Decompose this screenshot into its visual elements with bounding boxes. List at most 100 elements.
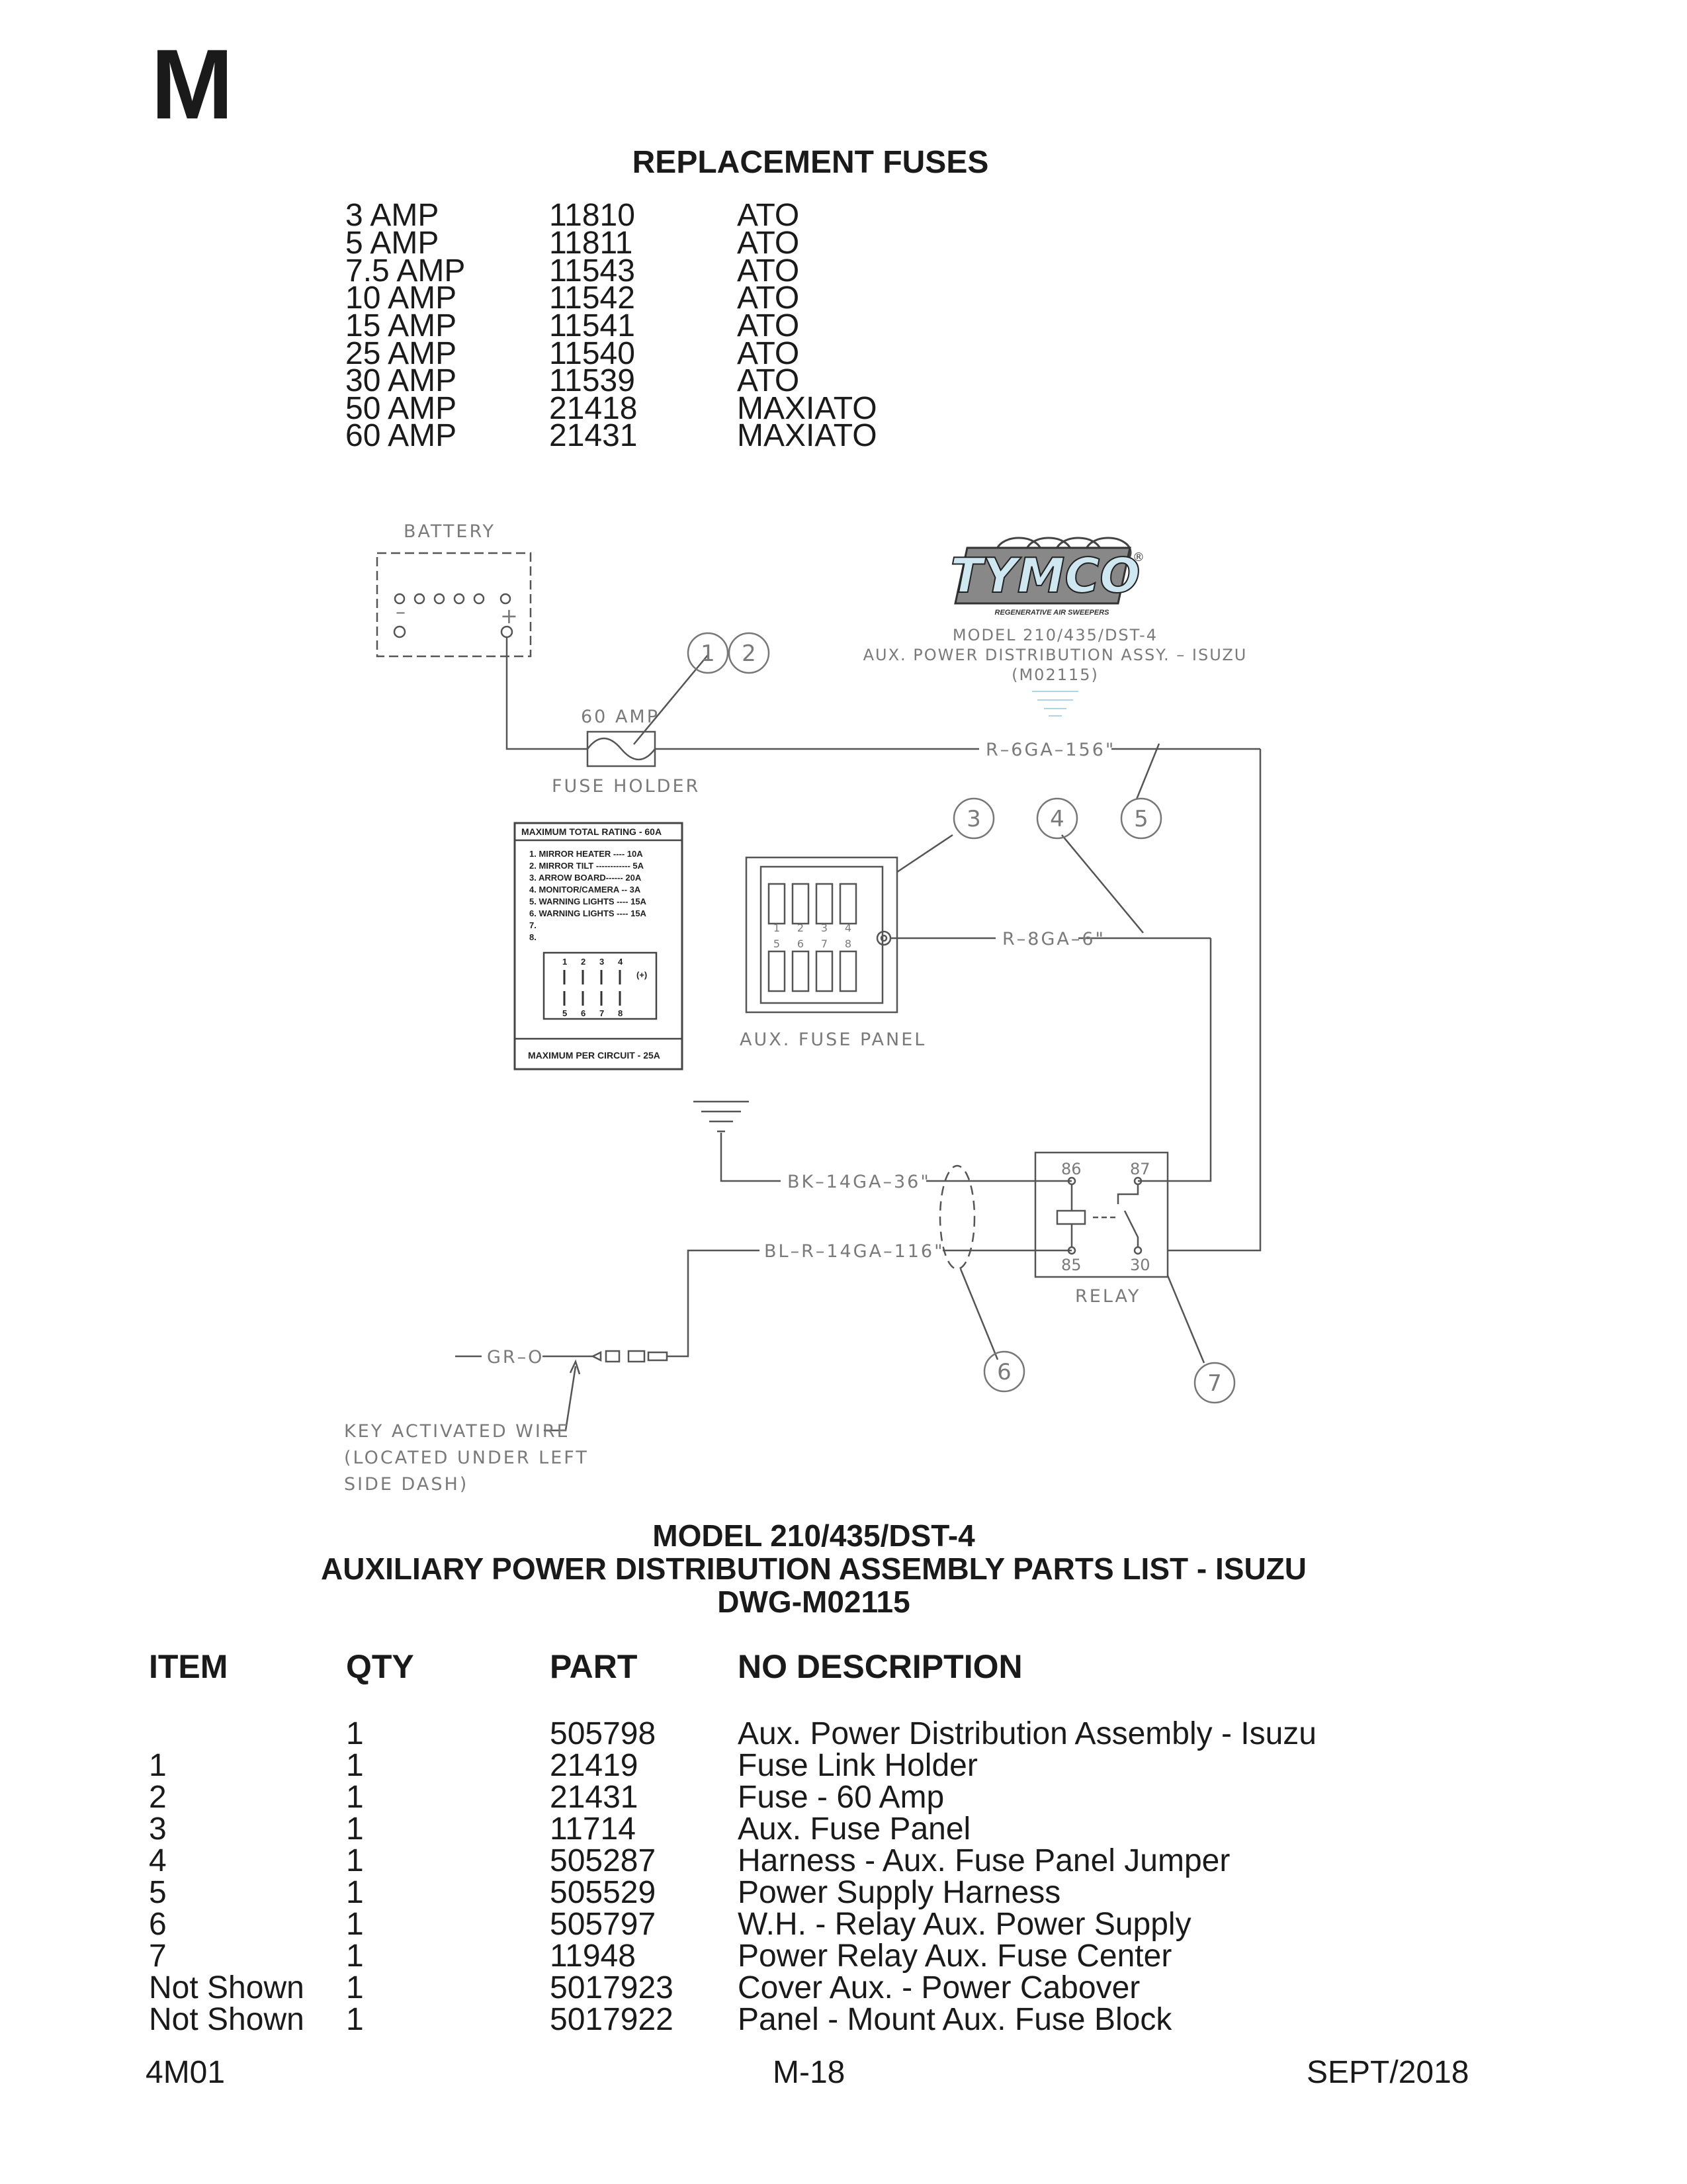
decal-circuit: 4. MONITOR/CAMERA -- 3A [529,885,641,895]
part-qty: 1 [346,1875,364,1910]
wiring-diagram: 1 2 3 4 5 6 7 BATTERY – + 60 AMP FUSE HO… [344,521,1262,1495]
fuse-type: ATO [737,308,800,343]
callout-1-label: 1 [701,640,715,667]
fuse-amp: 3 AMP [345,198,439,233]
fuse-holder-label: FUSE HOLDER [552,776,700,797]
fuse-part: 21431 [549,418,638,453]
replacement-fuses-title: REPLACEMENT FUSES [632,145,989,180]
battery-minus: – [396,601,408,624]
part-number: 505529 [550,1875,656,1910]
header-qty: QTY [346,1648,414,1685]
part-qty: 1 [346,2002,364,2037]
callout-2 [728,632,770,674]
battery-label: BATTERY [404,521,496,542]
key-wire-note-line3: SIDE DASH) [344,1474,468,1495]
fuse-amp: 7.5 AMP [345,253,466,288]
part-description: W.H. - Relay Aux. Power Supply [738,1907,1191,1942]
fuse-type: ATO [737,226,800,261]
fuse-type: MAXIATO [737,418,877,453]
relay-pin-85: 85 [1061,1256,1082,1274]
relay-body [1034,1151,1169,1278]
fuse-rating-label: 60 AMP [581,707,660,727]
decal-num: 8 [618,1008,623,1018]
part-description: Aux. Power Distribution Assembly - Isuzu [738,1716,1317,1751]
part-qty: 1 [346,1716,364,1751]
decal-top: MAXIMUM TOTAL RATING - 60A [521,826,662,837]
part-number: 505798 [550,1716,656,1751]
title-block-line1: MODEL 210/435/DST-4 [953,626,1158,644]
decal-num: 1 [562,957,567,967]
part-item: 7 [149,1939,167,1974]
decal-num: 5 [562,1008,567,1018]
wire-label-r-6ga: R–6GA–156" [986,740,1115,760]
part-qty: 1 [346,1812,364,1847]
fuse-part: 11541 [549,308,635,343]
part-number: 505797 [550,1907,656,1942]
fuse-part: 11540 [549,336,635,371]
fuse-part: 21418 [549,391,638,426]
callout-7 [1193,1362,1236,1404]
decal-num: 2 [581,957,585,967]
part-description: Fuse - 60 Amp [738,1780,945,1815]
part-qty: 1 [346,1907,364,1942]
panel-num: 7 [821,938,828,950]
panel-num: 5 [773,938,780,950]
fuse-type: MAXIATO [737,391,877,426]
callout-7-label: 7 [1207,1370,1222,1397]
logo-brand: TYMCO [951,548,1141,603]
part-number: 21431 [550,1780,638,1815]
aux-fuse-panel [745,856,898,1014]
panel-num: 3 [821,922,828,934]
wire-label-bk: BK–14GA–36" [787,1172,931,1192]
part-description: Aux. Fuse Panel [738,1812,971,1847]
decal-circuit: 8. [529,932,537,942]
panel-stud [876,930,892,946]
relay-label: RELAY [1075,1286,1141,1307]
harness-loop [939,1164,976,1270]
fuse-amp: 25 AMP [345,336,457,371]
decal-circuit: 1. MIRROR HEATER ---- 10A [529,849,643,859]
decal-num: 7 [599,1008,604,1018]
fuse-amp: 30 AMP [345,363,457,398]
part-number: 5017923 [550,1970,673,2005]
fuse-type: ATO [737,363,800,398]
footer-doc-code: 4M01 [146,2055,226,2090]
tymco-logo: TYMCO ® REGENERATIVE AIR SWEEPERS [950,537,1145,617]
part-item: 3 [149,1812,167,1847]
fuse-amp: 15 AMP [345,308,457,343]
callout-4 [1036,797,1078,840]
key-wire-note-line2: (LOCATED UNDER LEFT [344,1448,589,1468]
relay-pin-86: 86 [1061,1160,1082,1178]
part-item: 6 [149,1907,167,1942]
callout-2-label: 2 [742,640,756,667]
wire-label-r-8ga: R–8GA–6" [1002,929,1105,949]
title-block-line2: AUX. POWER DISTRIBUTION ASSY. – ISUZU [863,646,1248,664]
relay-pin-87: 87 [1130,1160,1150,1178]
battery-plus: + [500,603,520,629]
panel-num: 6 [797,938,804,950]
part-description: Cover Aux. - Power Cabover [738,1970,1141,2005]
parts-list-title-1: MODEL 210/435/DST-4 [652,1518,975,1553]
callout-6 [983,1350,1025,1393]
fuse-part: 11542 [549,281,635,316]
fuse-type: ATO [737,253,800,288]
part-qty: 1 [346,1843,364,1878]
part-item: 1 [149,1748,167,1783]
decal-circuit: 3. ARROW BOARD------ 20A [529,873,642,883]
footer-date: SEPT/2018 [1307,2055,1469,2090]
decal-circuit: 5. WARNING LIGHTS ---- 15A [529,896,647,906]
panel-num: 8 [845,938,851,950]
fuse-type: ATO [737,198,800,233]
part-item: 4 [149,1843,167,1878]
part-number: 505287 [550,1843,656,1878]
part-item: Not Shown [149,2002,304,2037]
fuse-icon [587,737,656,761]
decal-num: 4 [618,957,623,967]
decal-positive: (+) [636,970,647,980]
logo-tagline: REGENERATIVE AIR SWEEPERS [995,609,1110,617]
fuse-part: 11811 [549,226,633,261]
part-number: 11948 [550,1939,636,1974]
decal-circuit: 6. WARNING LIGHTS ---- 15A [529,908,647,918]
part-qty: 1 [346,1748,364,1783]
callout-1 [687,632,729,674]
